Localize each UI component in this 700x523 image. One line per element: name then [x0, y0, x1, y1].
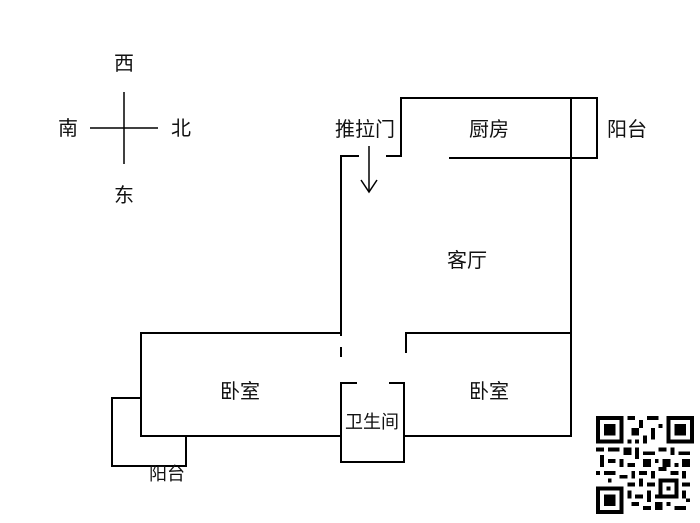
- kitchen-top-wall: [386, 97, 598, 159]
- kitchen-label: 厨房: [469, 117, 509, 141]
- arrow-down-icon: [360, 146, 378, 194]
- living-room-left-wall: [340, 155, 359, 336]
- left-bedroom-walls: [140, 332, 342, 437]
- bottom-balcony-walls: [111, 397, 187, 467]
- living-room-label: 客厅: [447, 248, 487, 272]
- compass-south-label: 南: [58, 116, 78, 140]
- compass: 西 南 北 东: [58, 51, 191, 207]
- balcony-bottom-label: 阳台: [149, 464, 185, 485]
- left-bedroom-label: 卧室: [220, 379, 260, 403]
- balcony-top-label: 阳台: [607, 117, 647, 141]
- qr-code-icon: [596, 416, 694, 514]
- bathroom-label: 卫生间: [345, 412, 399, 433]
- right-bedroom-label: 卧室: [469, 379, 509, 403]
- bathroom-walls: [340, 382, 405, 463]
- walls: [111, 97, 598, 467]
- compass-west-label: 西: [114, 51, 134, 75]
- compass-north-label: 北: [171, 116, 191, 140]
- sliding-door-label: 推拉门: [335, 117, 395, 141]
- compass-east-label: 东: [114, 183, 134, 207]
- right-bedroom-walls: [403, 332, 572, 437]
